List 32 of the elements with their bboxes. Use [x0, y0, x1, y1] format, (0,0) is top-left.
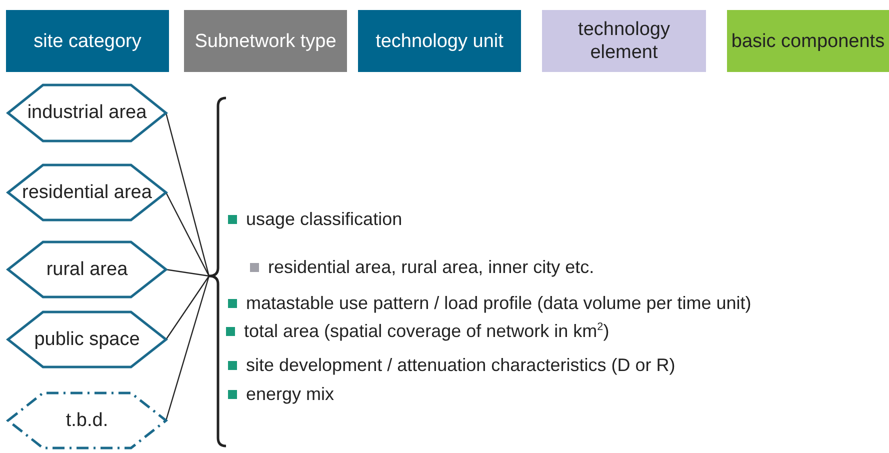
curly-brace — [206, 96, 228, 448]
bullet-text: total area (spatial coverage of network in km$^{2}$) — [244, 320, 610, 342]
connector-line — [165, 192, 210, 276]
node-label: residential area — [22, 180, 152, 204]
node-label: rural area — [46, 258, 128, 282]
node-label: t.b.d. — [66, 408, 108, 432]
header-box — [542, 10, 706, 72]
header-box — [6, 10, 169, 72]
connector-line — [165, 276, 210, 421]
node-label: public space — [34, 328, 140, 352]
node-label: technology unit — [376, 30, 504, 52]
bullet-text: energy mix — [246, 383, 334, 405]
node-label: technology element — [577, 18, 671, 64]
bullet-text: matastable use pattern / load profile (data volume per time unit) — [246, 292, 752, 314]
hexagon-node — [7, 84, 167, 142]
hexagon-node — [7, 311, 167, 368]
header-box — [727, 10, 889, 72]
header-box — [184, 10, 347, 72]
hexagon-node — [7, 164, 167, 221]
header-box — [358, 10, 521, 72]
connector-line — [166, 268, 210, 277]
connector-line — [165, 112, 210, 276]
node-label: industrial area — [27, 101, 147, 125]
connector-line — [166, 276, 210, 340]
node-label: Subnetwork type — [194, 30, 336, 52]
hexagon-node — [7, 241, 167, 298]
bullet-text: usage classification — [246, 208, 402, 230]
node-label: site category — [34, 30, 142, 52]
bullet-text: site development / attenuation characteristics (D or R) — [246, 354, 676, 376]
node-label: basic components — [731, 30, 885, 52]
hexagon-node — [7, 392, 167, 449]
bullet-text: residential area, rural area, inner city etc. — [268, 256, 594, 278]
